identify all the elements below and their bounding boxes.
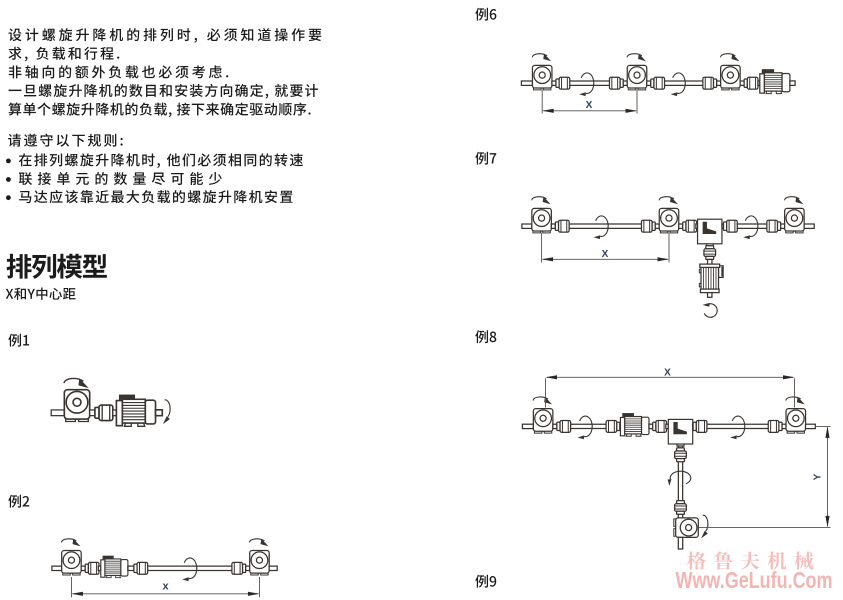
svg-text:X: X [586, 100, 593, 111]
svg-text:x: x [162, 580, 169, 592]
svg-text:Www.GeLufu.Com: Www.GeLufu.Com [676, 567, 833, 593]
svg-text:X: X [602, 249, 609, 260]
svg-text:X: X [664, 367, 671, 378]
svg-text:Y: Y [813, 473, 824, 480]
